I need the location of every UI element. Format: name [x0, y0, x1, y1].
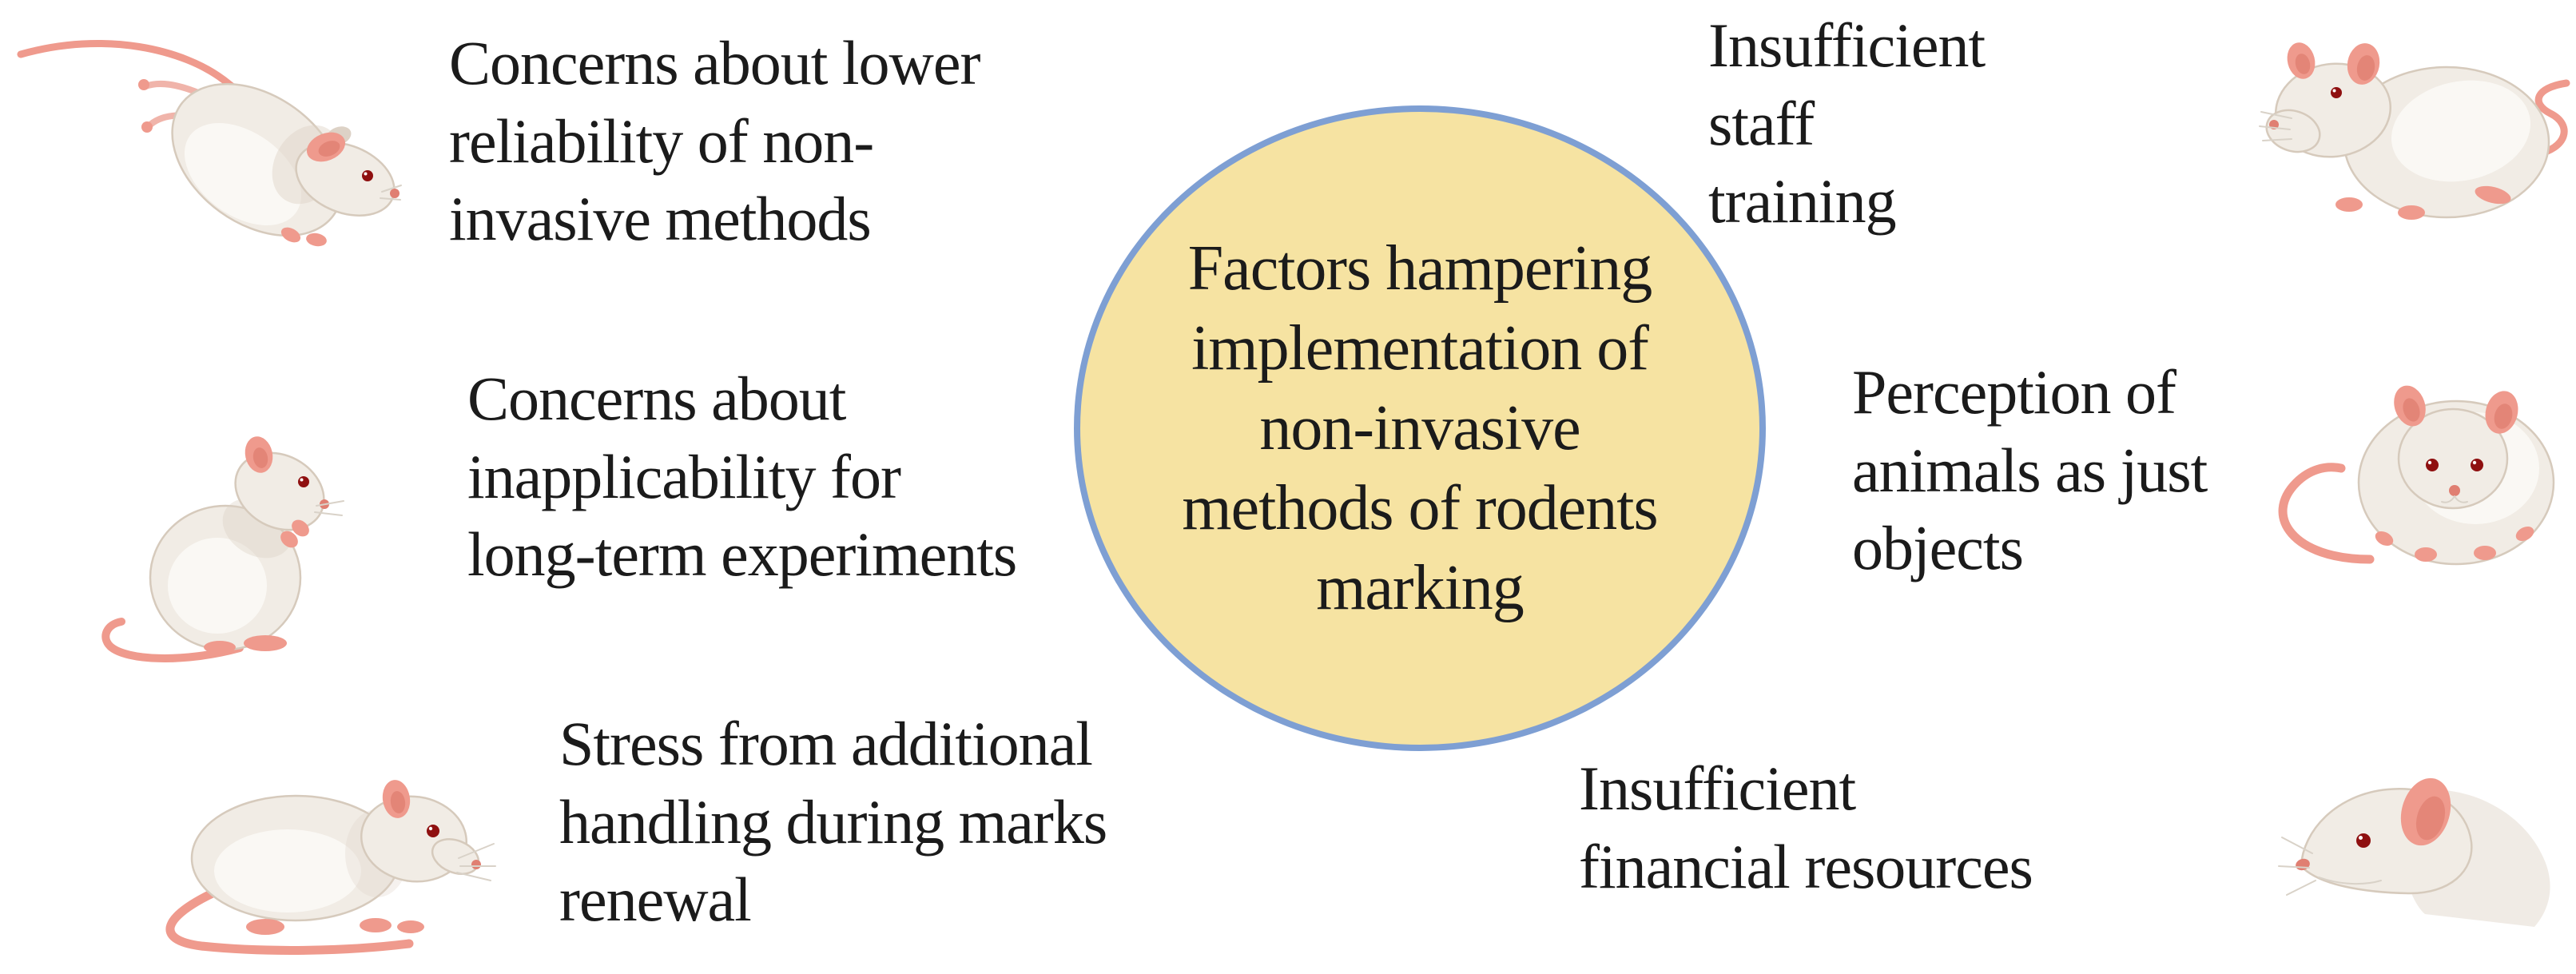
factor-label-inapplicability: Concerns about inapplicability for long-… [467, 364, 1017, 589]
central-circle-label: Factors hampering implementation of non-… [1182, 233, 1658, 623]
factor-label-reliability: Concerns about lower reliability of non-… [449, 28, 980, 253]
factor-label-stress: Stress from additional handling during m… [559, 709, 1107, 934]
rat-head-icon [2277, 745, 2573, 936]
rat-sitting-icon [80, 411, 411, 666]
factor-label-staff-training: Insufficient staff training [1708, 10, 1986, 236]
rat-crouching-icon [137, 749, 501, 959]
rat-standing-icon [2255, 29, 2571, 230]
factor-label-finance: Insufficient financial resources [1579, 753, 2033, 901]
rat-jumping-icon [10, 22, 403, 276]
factor-label-perception: Perception of animals as just objects [1852, 357, 2208, 582]
central-circle: Factors hampering implementation of non-… [1074, 105, 1766, 751]
rat-front-icon [2236, 369, 2571, 578]
